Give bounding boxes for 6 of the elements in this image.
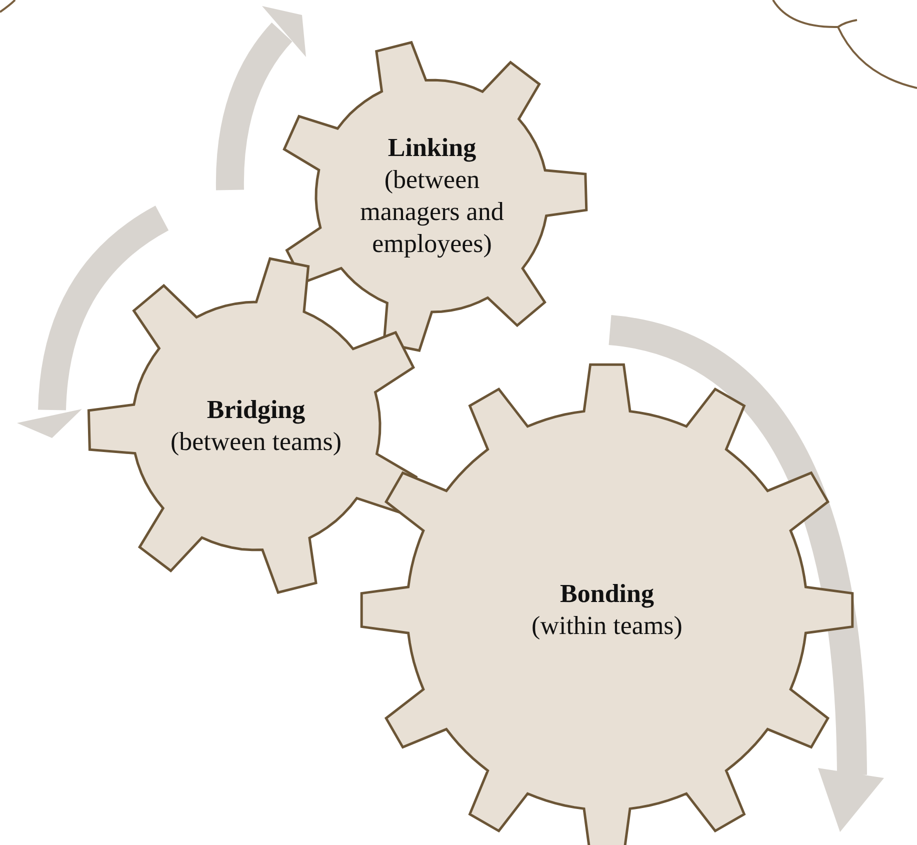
gear-title: Linking [386, 132, 478, 164]
gear-description: (between teams) [170, 426, 342, 458]
gear-title: Bridging [206, 394, 306, 426]
gear-description: (within teams) [532, 610, 682, 642]
gear-description: (between managers and employees) [359, 164, 505, 260]
gear-title: Bonding [559, 578, 655, 610]
